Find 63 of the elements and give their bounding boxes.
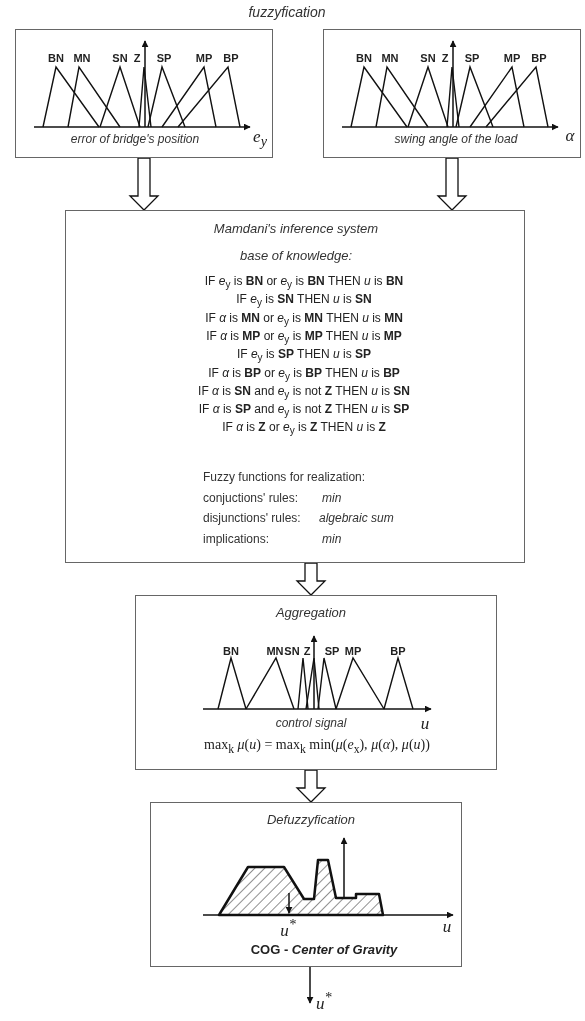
formula: max$_{k}$ μ(u) = max$_{k}$ min(μ(e$_{x}$), μ(α), μ(u))	[204, 737, 430, 757]
rule-text: IF α is MN or e$_{y}$ is MN THEN u is MN	[205, 311, 403, 328]
row-value: min	[322, 492, 342, 506]
axis-label: u	[420, 714, 430, 734]
rule-text: IF α is BP or e$_{y}$ is BP THEN u is BP	[208, 366, 400, 383]
method-label: COG - Center of Gravity	[250, 942, 398, 958]
axis-label: α	[565, 126, 575, 146]
row-label: implications:	[203, 533, 270, 547]
rule-text: IF e$_{y}$ is SP THEN u is SP	[236, 348, 372, 365]
membership-label: SP	[324, 644, 340, 658]
membership-label: MN	[381, 51, 399, 65]
row-label: conjuctions' rules:	[203, 492, 298, 506]
section-heading: base of knowledge:	[240, 248, 352, 264]
arrow	[295, 769, 327, 803]
panel	[135, 595, 497, 770]
membership-label: BP	[390, 644, 406, 658]
axis-label: u$^{*}$	[280, 915, 296, 941]
arrow	[128, 157, 160, 211]
membership-label: SP	[156, 51, 172, 65]
axis-caption: swing angle of the load	[394, 133, 518, 147]
panel	[150, 802, 462, 967]
arrow	[436, 157, 468, 211]
membership-label: MP	[503, 51, 521, 65]
rule-text: IF α is SN and e$_{y}$ is not Z THEN u is SN	[198, 384, 410, 401]
row-value: algebraic sum	[319, 512, 394, 526]
membership-label: SP	[464, 51, 480, 65]
section-heading: Fuzzy functions for realization:	[203, 471, 366, 485]
membership-label: MP	[344, 644, 362, 658]
membership-label: SN	[420, 51, 436, 65]
membership-label: BP	[531, 51, 547, 65]
membership-label: BP	[223, 51, 239, 65]
rule-text: IF α is SP and e$_{y}$ is not Z THEN u is SP	[198, 403, 410, 420]
axis-label: u	[442, 917, 452, 937]
panel	[65, 210, 525, 563]
membership-label: MN	[73, 51, 91, 65]
arrow	[306, 966, 314, 1004]
axis-caption: control signal	[275, 717, 347, 731]
panel-title: Aggregation	[275, 605, 347, 621]
arrow	[295, 562, 327, 596]
membership-label: MN	[266, 644, 284, 658]
membership-label: Z	[133, 51, 141, 65]
membership-label: SN	[112, 51, 128, 65]
axis-label: e$_{y}$	[253, 126, 267, 150]
diagram-title: fuzzyfication	[248, 3, 326, 21]
membership-label: BN	[356, 51, 372, 65]
edge-label: u$^{*}$	[316, 988, 332, 1014]
rule-text: IF e$_{y}$ is BN or e$_{y}$ is BN THEN u is BN	[204, 275, 404, 291]
row-label: disjunctions' rules:	[203, 512, 301, 526]
panel	[323, 29, 581, 158]
rule-text: IF α is Z or e$_{y}$ is Z THEN u is Z	[222, 421, 386, 438]
membership-label: BN	[48, 51, 64, 65]
membership-label: MP	[195, 51, 213, 65]
panel-title: Mamdani's inference system	[213, 221, 379, 237]
row-value: min	[322, 533, 342, 547]
membership-label: SN	[284, 644, 300, 658]
membership-label: Z	[303, 644, 311, 658]
membership-label: Z	[441, 51, 449, 65]
panel-title: Defuzzyfication	[266, 812, 356, 828]
rule-text: IF e$_{y}$ is SN THEN u is SN	[236, 293, 372, 310]
axis-caption: error of bridge's position	[70, 133, 200, 147]
panel	[15, 29, 273, 158]
membership-label: BN	[223, 644, 239, 658]
rule-text: IF α is MP or e$_{y}$ is MP THEN u is MP	[206, 329, 402, 346]
